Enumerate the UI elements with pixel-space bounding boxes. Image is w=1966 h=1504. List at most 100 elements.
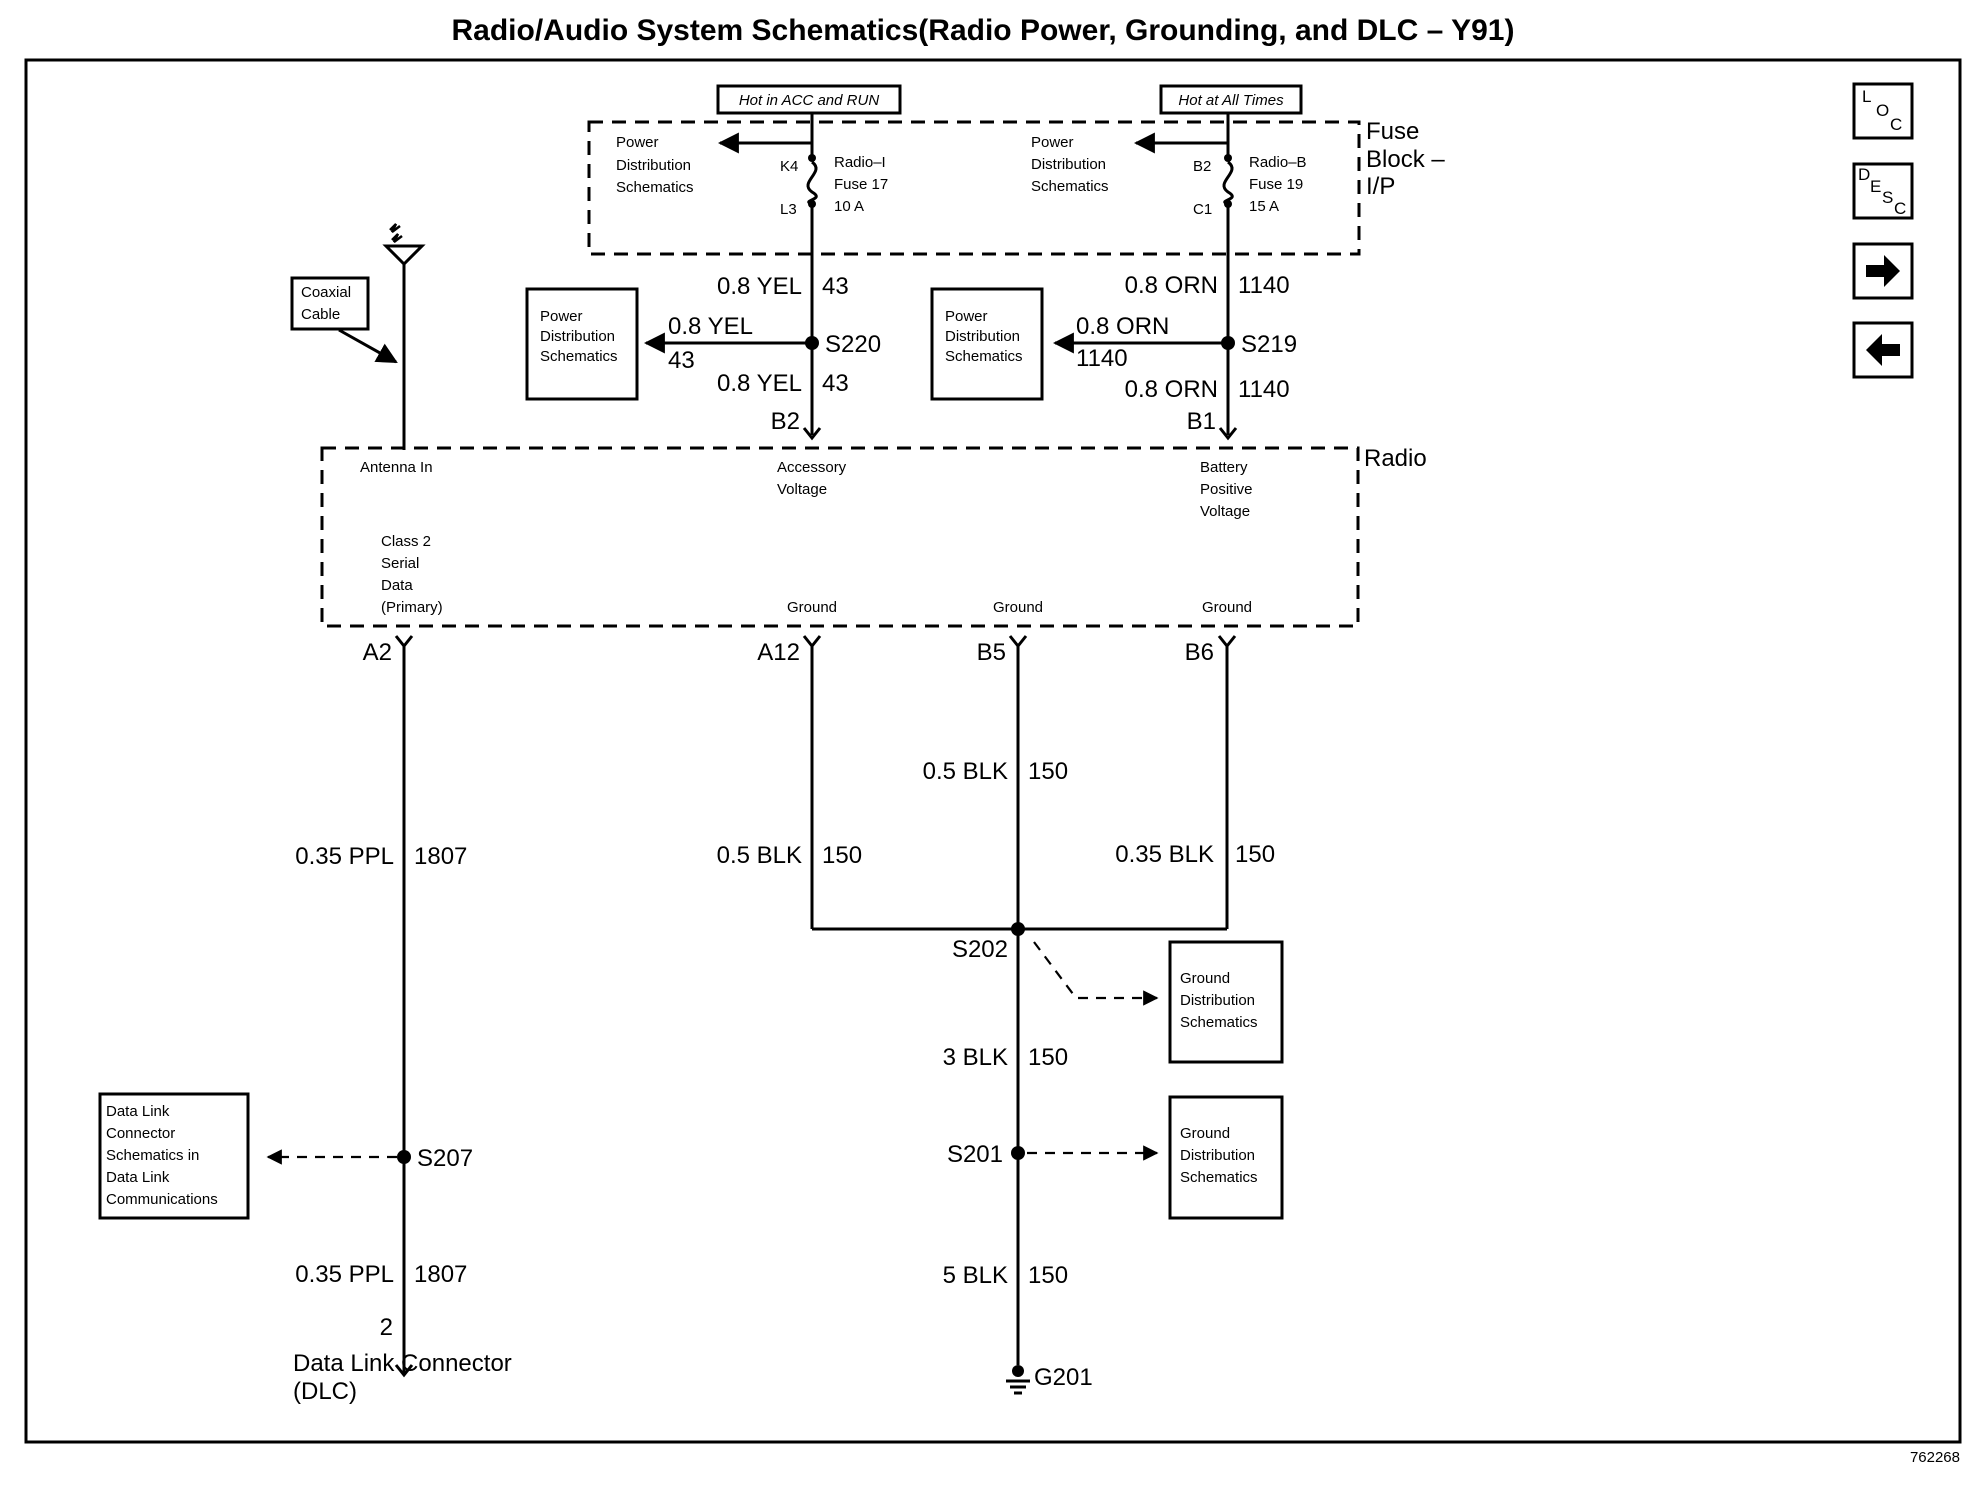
ground-distribution-box-2: [1168, 1095, 1284, 1220]
wire-label: 0.35 PPL: [295, 1261, 394, 1288]
gds-box-label: Distribution: [1180, 992, 1255, 1009]
wire-label: 150: [1028, 1044, 1068, 1071]
pin-label: B5: [977, 639, 1006, 666]
wire-label: 150: [1028, 1262, 1068, 1289]
connector-b5-icon: [1008, 635, 1028, 649]
wire-label: 0.8 ORN: [1125, 272, 1218, 299]
wire-label: 3 BLK: [943, 1044, 1008, 1071]
dlc-label: Data Link Connector: [293, 1350, 512, 1377]
wire-label: 1140: [1238, 272, 1290, 299]
fuse-19-label: Fuse 19: [1249, 176, 1303, 193]
wire-label: 0.8 YEL: [668, 313, 753, 340]
desc-letter-e: E: [1870, 177, 1881, 196]
wire-label: 43: [822, 370, 849, 397]
loc-letter-o: O: [1876, 101, 1889, 120]
fuse-block-name: Fuse: [1366, 118, 1419, 145]
coax-cable-label: Cable: [301, 306, 340, 323]
radio-ground-label: Ground: [993, 599, 1043, 616]
pds-box-label: Schematics: [945, 348, 1023, 365]
radio-accessory-label: Accessory: [777, 459, 847, 476]
desc-letter-d: D: [1858, 165, 1870, 184]
antenna-icon: [382, 223, 426, 450]
splice-s201: [1011, 1146, 1025, 1160]
splice-label: S202: [952, 936, 1008, 963]
hot-all-times-label: Hot at All Times: [1178, 92, 1284, 109]
loc-button[interactable]: L O C: [1852, 82, 1914, 140]
pin-label: B6: [1185, 639, 1214, 666]
radio-accessory-label: Voltage: [777, 481, 827, 498]
radio-outline: [320, 446, 1360, 628]
fuse-17-label: Radio–I: [834, 154, 886, 171]
wire-label: 5 BLK: [943, 1262, 1008, 1289]
radio-class2-label: Class 2: [381, 533, 431, 550]
fuse-block-pds-right: Distribution: [1031, 156, 1106, 173]
pds-box-label: Power: [945, 308, 988, 325]
connector-a2-icon: [394, 635, 414, 649]
wire-label: 0.5 BLK: [717, 842, 802, 869]
ground-point-label: G201: [1034, 1364, 1093, 1391]
connector-b1-icon: [1218, 427, 1238, 441]
wire-label: 0.8 ORN: [1125, 376, 1218, 403]
fuse-block-name: I/P: [1366, 173, 1395, 200]
fuse-17-label: 10 A: [834, 198, 864, 215]
ground-distribution-box-1: [1168, 940, 1284, 1064]
desc-button[interactable]: D E S C: [1852, 162, 1914, 220]
fuse-17-label: Fuse 17: [834, 176, 888, 193]
fuse-block-pds-left: Distribution: [616, 157, 691, 174]
gds-box-label: Schematics: [1180, 1169, 1258, 1186]
wire-label: 0.8 YEL: [717, 370, 802, 397]
wire-label: 0.8 YEL: [717, 273, 802, 300]
fuse-17-icon: [806, 160, 818, 206]
arrow-left-icon: [1866, 334, 1900, 366]
previous-page-button[interactable]: [1852, 321, 1914, 379]
pin-label: 2: [380, 1314, 393, 1341]
dlc-box-label: Data Link: [106, 1169, 170, 1186]
radio-battery-label: Voltage: [1200, 503, 1250, 520]
radio-ground-label: Ground: [787, 599, 837, 616]
gds-box-label: Distribution: [1180, 1147, 1255, 1164]
fuse-block-name: Block –: [1366, 146, 1445, 173]
dlc-box-label: Data Link: [106, 1103, 170, 1120]
dlc-box-label: Communications: [106, 1191, 218, 1208]
next-page-button[interactable]: [1852, 242, 1914, 300]
wire-label: 0.35 PPL: [295, 843, 394, 870]
splice-s207: [397, 1150, 411, 1164]
fuse-block-pds-left: Schematics: [616, 179, 694, 196]
fuse-block-pds-right: Schematics: [1031, 178, 1109, 195]
radio-class2-label: Data: [381, 577, 413, 594]
fuse-17-pin-in: K4: [780, 158, 798, 175]
connector-b2-icon: [802, 427, 822, 441]
radio-class2-label: Serial: [381, 555, 419, 572]
wire-label: 43: [668, 347, 695, 374]
desc-letter-c: C: [1894, 199, 1906, 218]
fuse-block-outline: [587, 120, 1361, 256]
splice-label: S219: [1241, 331, 1297, 358]
splice-label: S207: [417, 1145, 473, 1172]
wire-label: 1140: [1076, 345, 1128, 372]
fuse-19-icon: [1222, 160, 1234, 206]
pds-box-label: Schematics: [540, 348, 618, 365]
radio-ground-label: Ground: [1202, 599, 1252, 616]
radio-antenna-in: Antenna In: [360, 459, 433, 476]
radio-battery-label: Positive: [1200, 481, 1253, 498]
loc-letter-l: L: [1862, 87, 1871, 106]
wire-label: 1140: [1238, 376, 1290, 403]
wire-label: 0.8 ORN: [1076, 313, 1169, 340]
fuse-19-label: Radio–B: [1249, 154, 1307, 171]
dlc-box-label: Schematics in: [106, 1147, 199, 1164]
fuse-block-pds-left: Power: [616, 134, 659, 151]
radio-class2-label: (Primary): [381, 599, 443, 616]
fuse-19-label: 15 A: [1249, 198, 1279, 215]
pin-label: A12: [757, 639, 800, 666]
radio-name: Radio: [1364, 445, 1427, 472]
figure-id: 762268: [1910, 1449, 1960, 1466]
wire-label: 0.5 BLK: [923, 758, 1008, 785]
pin-label: B2: [771, 408, 800, 435]
radio-battery-label: Battery: [1200, 459, 1248, 476]
splice-s202: [1011, 922, 1025, 936]
coax-cable-box: [290, 276, 370, 331]
pds-box-label: Distribution: [540, 328, 615, 345]
loc-letter-c: C: [1890, 115, 1902, 134]
wire-label: 150: [1028, 758, 1068, 785]
